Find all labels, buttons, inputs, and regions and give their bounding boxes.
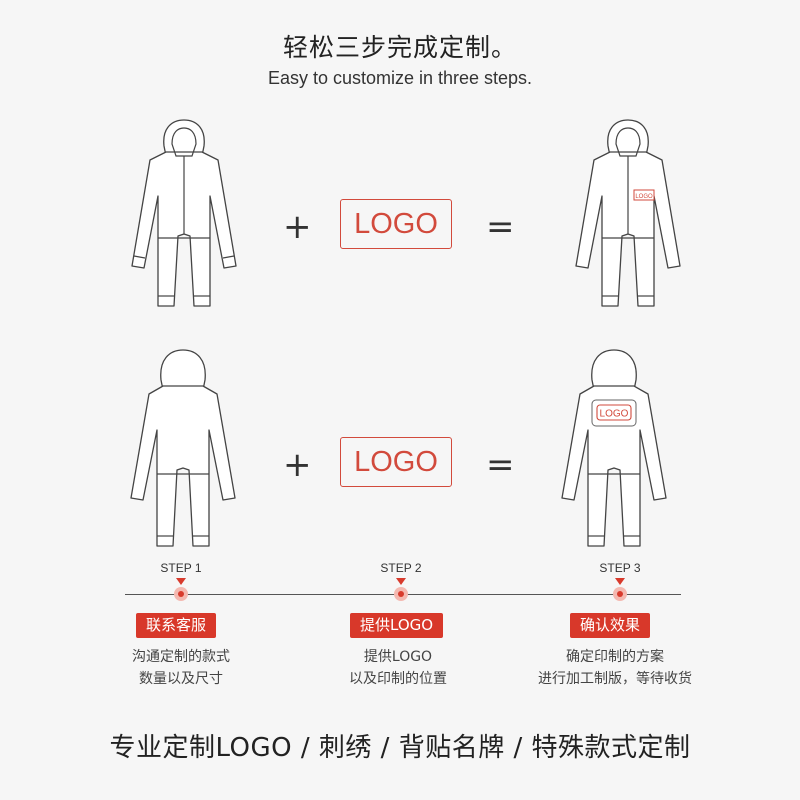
- coverall-back-icon: [130, 349, 236, 547]
- step-2-desc-line-1: 提供LOGO: [363, 649, 433, 665]
- page-title: 轻松三步完成定制。: [282, 33, 517, 62]
- step-1-description: 沟通定制的款式 数量以及尺寸: [71, 646, 291, 690]
- logo-box-2: LOGO: [340, 437, 452, 487]
- step-3-badge: 确认效果: [570, 613, 651, 638]
- plus-sign-1: +: [283, 207, 312, 247]
- step-1-dot: [174, 587, 188, 601]
- coverall-front-with-logo: LOGO: [572, 116, 684, 326]
- step-2-arrow: [396, 578, 406, 585]
- step-2-description: 提供LOGO 以及印制的位置: [288, 646, 508, 690]
- step-2-desc-line-2: 以及印制的位置: [349, 671, 447, 687]
- coverall-front-icon: [131, 119, 237, 307]
- coverall-back-plain: [127, 346, 239, 556]
- coverall-back-with-logo: LOGO: [558, 346, 670, 556]
- equals-sign-1: =: [486, 207, 515, 247]
- equals-sign-2: =: [486, 445, 515, 485]
- step-1-label: STEP 1: [160, 561, 202, 575]
- step-2-dot: [394, 587, 408, 601]
- footer-services: 专业定制LOGO / 刺绣 / 背贴名牌 / 特殊款式定制: [109, 733, 691, 763]
- coverall-back-logo-icon: LOGO: [561, 349, 667, 547]
- step-3-desc-line-1: 确定印制的方案: [566, 649, 664, 665]
- back-logo-mark: LOGO: [600, 409, 629, 420]
- step-1-badge: 联系客服: [136, 613, 217, 638]
- coverall-front-logo-icon: LOGO: [575, 119, 681, 307]
- step-1-arrow: [176, 578, 186, 585]
- coverall-front-plain: [128, 116, 240, 326]
- logo-box-1: LOGO: [340, 199, 452, 249]
- chest-logo-mark: LOGO: [635, 194, 653, 200]
- step-3-label: STEP 3: [599, 561, 641, 575]
- plus-sign-2: +: [283, 445, 312, 485]
- step-3-dot: [613, 587, 627, 601]
- step-3-desc-line-2: 进行加工制版，等待收货: [538, 671, 692, 687]
- step-3-description: 确定印制的方案 进行加工制版，等待收货: [505, 646, 725, 690]
- page-subtitle: Easy to customize in three steps.: [267, 68, 533, 88]
- step-2-badge: 提供LOGO: [350, 613, 444, 638]
- step-1-desc-line-1: 沟通定制的款式: [132, 649, 230, 665]
- step-2-label: STEP 2: [380, 561, 422, 575]
- step-3-arrow: [615, 578, 625, 585]
- step-1-desc-line-2: 数量以及尺寸: [139, 671, 223, 687]
